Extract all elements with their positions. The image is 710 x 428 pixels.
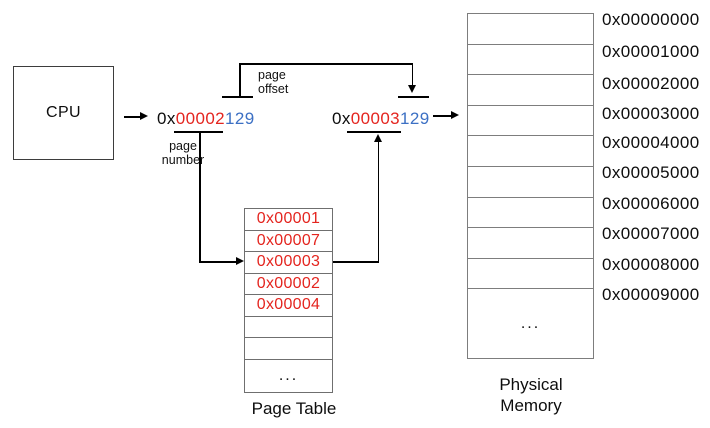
physical-memory-caption-line2: Memory — [500, 396, 562, 415]
table-to-physical-vline — [377, 141, 379, 262]
memory-ellipsis: ... — [520, 314, 541, 332]
memory-address-label: 0x00007000 — [602, 224, 700, 243]
memory-frame — [468, 45, 593, 76]
memory-frame — [468, 14, 593, 45]
address-to-memory-arrow-head — [450, 111, 459, 119]
virtual-address-offset: 129 — [225, 109, 255, 128]
page-offset-label: page offset — [258, 68, 288, 96]
physical-address-prefix: 0x — [332, 109, 351, 128]
page-number-to-table-vline — [199, 133, 201, 262]
page-table-row-empty — [245, 338, 332, 360]
cpu-label: CPU — [46, 104, 81, 121]
memory-address-label: 0x00001000 — [602, 42, 700, 61]
memory-address-label: 0x00008000 — [602, 255, 700, 274]
virtual-address-prefix: 0x — [157, 109, 176, 128]
memory-address-label: 0x00003000 — [602, 104, 700, 123]
physical-offset-tick — [397, 95, 429, 99]
physical-frame-number-underline — [346, 130, 401, 134]
memory-frame — [468, 198, 593, 229]
page-table-entry: 0x00003 — [256, 253, 321, 271]
memory-frame-ellipsis: ... — [468, 289, 593, 358]
memory-frame — [468, 75, 593, 106]
physical-address-page-number: 00003 — [350, 109, 401, 128]
page-table-entry: 0x00007 — [256, 231, 321, 249]
virtual-offset-tick — [222, 95, 253, 99]
page-number-label: page number — [152, 139, 214, 167]
page-number-to-table-hline — [199, 261, 237, 263]
memory-address-label: 0x00006000 — [602, 194, 700, 213]
physical-memory-caption: Physical Memory — [471, 374, 591, 416]
page-table-entry: 0x00001 — [256, 210, 321, 228]
virtual-address-page-number: 00002 — [175, 109, 226, 128]
page-number-label-line1: page — [169, 139, 197, 153]
virtual-address: 0x00002129 — [157, 109, 255, 128]
memory-frame — [468, 167, 593, 198]
page-table-row: 0x00001 — [245, 209, 332, 231]
offset-bracket-left-line — [239, 64, 241, 96]
page-offset-label-line1: page — [258, 68, 286, 82]
page-table-entry: 0x00004 — [256, 296, 321, 314]
memory-address-label: 0x00009000 — [602, 285, 700, 304]
memory-frame — [468, 106, 593, 137]
page-number-to-table-arrow-head — [235, 257, 244, 265]
memory-address-label: 0x00004000 — [602, 133, 700, 152]
table-to-physical-arrow-head — [374, 134, 382, 142]
cpu-to-address-arrow-line — [124, 116, 141, 118]
page-table: 0x00001 0x00007 0x00003 0x00002 0x00004 … — [244, 208, 333, 393]
offset-bracket-top-line — [239, 63, 413, 65]
physical-address: 0x00003129 — [332, 109, 430, 128]
page-table-row-selected: 0x00003 — [245, 252, 332, 274]
virtual-page-number-underline — [174, 130, 223, 134]
offset-bracket-arrow-head — [408, 85, 417, 93]
physical-memory-caption-line1: Physical — [499, 375, 563, 394]
offset-bracket-right-line — [411, 63, 414, 86]
page-table-ellipsis: ... — [278, 366, 299, 384]
table-to-physical-hline — [333, 261, 379, 263]
page-table-row-empty — [245, 317, 332, 338]
memory-frame — [468, 259, 593, 290]
page-table-row-ellipsis: ... — [245, 360, 332, 393]
page-number-label-line2: number — [161, 153, 205, 167]
physical-address-offset: 129 — [400, 109, 430, 128]
memory-frame — [468, 136, 593, 167]
cpu-to-address-arrow-head — [140, 112, 148, 120]
page-table-row: 0x00004 — [245, 295, 332, 317]
page-table-caption: Page Table — [251, 399, 337, 418]
cpu-box: CPU — [13, 66, 114, 160]
memory-frame — [468, 228, 593, 259]
memory-address-label: 0x00005000 — [602, 163, 700, 182]
physical-memory: ... — [467, 13, 594, 359]
page-table-row: 0x00002 — [245, 274, 332, 295]
page-table-row: 0x00007 — [245, 231, 332, 252]
page-table-entry: 0x00002 — [256, 274, 321, 292]
memory-address-label: 0x00002000 — [602, 74, 700, 93]
address-to-memory-arrow-line — [433, 115, 452, 117]
memory-address-label: 0x00000000 — [602, 10, 700, 29]
page-offset-label-line2: offset — [258, 82, 289, 96]
